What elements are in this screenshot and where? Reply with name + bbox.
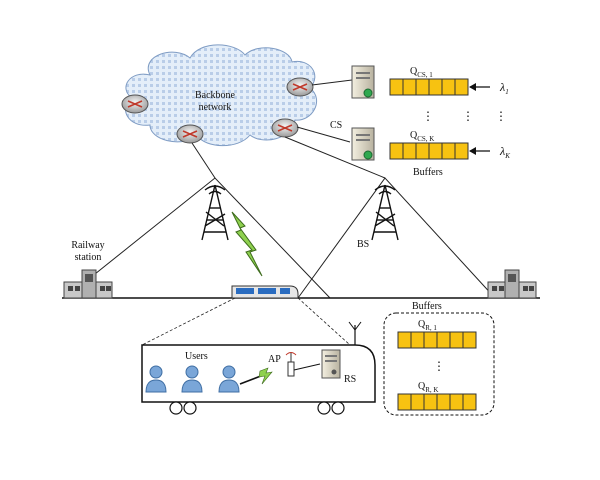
lambda-k-label: λK	[499, 144, 510, 160]
zoom-line-left	[141, 297, 236, 346]
railway-station-icon	[487, 269, 537, 299]
buffer-r-1	[397, 331, 477, 349]
backbone-cloud	[125, 44, 317, 147]
base-station-tower-icon	[201, 184, 229, 241]
buffer-dots-right: ⋮	[462, 109, 474, 123]
buffers-bottom-label: Buffers	[412, 301, 442, 312]
ap-label: AP	[268, 354, 281, 365]
railway-station-label-line2: station	[75, 252, 102, 263]
link-backbone-bs2	[284, 136, 386, 179]
user-icon	[218, 365, 240, 393]
link-ap-rs	[293, 363, 321, 371]
relay-buffer-box	[383, 312, 495, 416]
lambda-dots: ⋮	[495, 109, 507, 123]
access-point-icon	[285, 352, 297, 377]
router-icon	[271, 118, 299, 138]
zoom-line-right	[297, 297, 351, 346]
lambda-1-label: λ1	[499, 80, 509, 96]
railway-station-label-line1: Railway	[71, 240, 104, 251]
buffer-cs-k	[389, 142, 469, 160]
arrow-lambda-k	[469, 147, 490, 155]
router-icon	[176, 124, 204, 144]
base-station-tower-icon	[371, 184, 399, 241]
backbone-label-line1: Backbone	[195, 90, 236, 101]
arrow-lambda-1	[469, 83, 490, 91]
router-icon	[121, 94, 149, 114]
railway-station-icon	[63, 269, 113, 299]
queue-label-r-1: QR, 1	[418, 319, 437, 332]
backbone-label-line2: network	[199, 102, 232, 113]
queue-label-cs-k: QCS, K	[410, 130, 434, 143]
queue-label-cs-1: QCS, 1	[410, 66, 433, 79]
router-icon	[286, 77, 314, 97]
server-icon	[321, 349, 341, 379]
buffer-dots-mid: ⋮	[422, 109, 434, 123]
link-router-cs1	[311, 79, 353, 86]
rs-label: RS	[344, 374, 356, 385]
coverage-area-bs1	[64, 177, 331, 299]
buffer-dots-bottom: ⋮	[433, 359, 445, 373]
buffer-cs-1	[389, 78, 469, 96]
wireless-link-icon	[231, 211, 263, 277]
buffers-top-label: Buffers	[413, 167, 443, 178]
cs-label: CS	[330, 120, 342, 131]
train-icon	[231, 285, 299, 299]
server-icon	[351, 65, 375, 99]
user-icon	[181, 365, 203, 393]
queue-label-r-k: QR, K	[418, 381, 438, 394]
wireless-link-icon	[258, 367, 273, 385]
user-icon	[145, 365, 167, 393]
link-backbone-bs1	[191, 142, 216, 179]
server-icon	[351, 127, 375, 161]
link-router-csk	[296, 126, 351, 143]
coverage-area-bs2	[297, 177, 496, 299]
buffer-r-k	[397, 393, 477, 411]
bs-label: BS	[357, 239, 369, 250]
users-label: Users	[185, 351, 208, 362]
